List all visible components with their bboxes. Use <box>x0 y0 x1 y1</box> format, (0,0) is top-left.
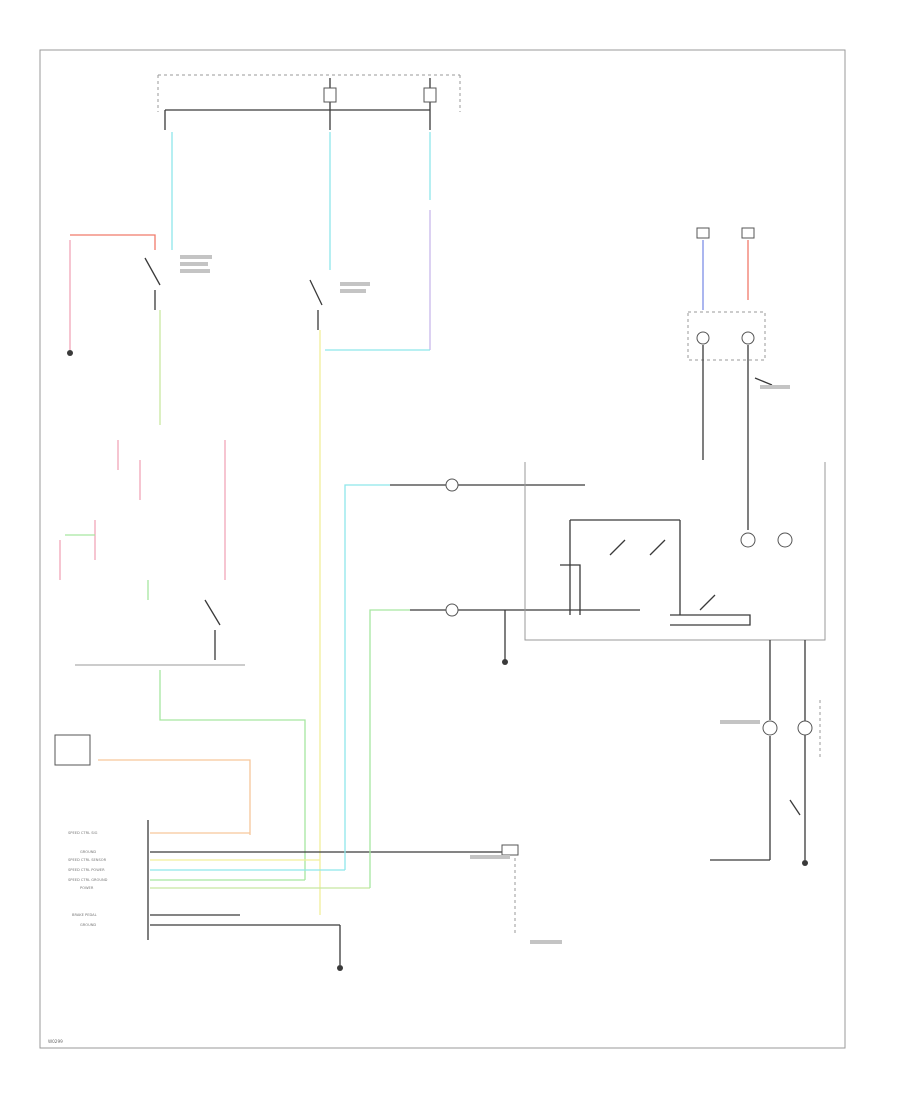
diagram-frame <box>39 49 846 1049</box>
module-pin-labels: SPEED CTRL SIG GROUND SPEED CTRL SENSOR … <box>68 831 108 927</box>
pin-label: POWER <box>80 886 94 890</box>
module-pins <box>150 832 510 926</box>
wire-green-signal <box>369 609 410 888</box>
switch-contact <box>144 257 161 310</box>
connector-icon <box>741 331 755 345</box>
switch-contact <box>560 564 581 615</box>
connector-icon <box>445 478 459 492</box>
switch-contact <box>609 539 716 611</box>
pin-label: SPEED CTRL POWER <box>68 868 105 872</box>
clutch-switch-contact <box>204 599 221 660</box>
connector-icon <box>445 603 459 617</box>
wire-pink-lower <box>59 520 96 580</box>
connector-icon <box>501 844 519 856</box>
brake-switch-contact <box>309 279 323 330</box>
pin-label: BRAKE PEDAL <box>72 913 97 917</box>
connector-icon <box>777 532 793 548</box>
wire-pink-group <box>117 440 226 580</box>
wire-green-module <box>159 670 306 880</box>
ground-icon <box>502 659 508 665</box>
ground-icon <box>67 350 73 356</box>
pin-label: GROUND <box>80 923 96 927</box>
switch-module-box <box>524 462 826 641</box>
switch-bus <box>569 519 681 615</box>
wire-black-lower-right <box>769 640 806 860</box>
wire-black-right <box>702 345 749 530</box>
ground-icon <box>802 860 808 866</box>
power-bus <box>164 78 431 130</box>
wire-black-bottom-right <box>710 736 771 861</box>
switch-contact <box>670 614 751 626</box>
connector-icon <box>741 227 755 239</box>
pin-label: SPEED CTRL SENSOR <box>68 858 107 862</box>
connector-icon <box>797 720 813 736</box>
pin-label: GROUND <box>80 850 96 854</box>
wire-red-top <box>70 234 156 250</box>
fuse-icon <box>423 87 437 103</box>
fuse-box-outline <box>157 74 461 112</box>
ground-icon <box>337 965 343 971</box>
pin-label: SPEED CTRL SIG <box>68 831 98 835</box>
connector-icon <box>696 331 710 345</box>
pin-label: SPEED CTRL GROUND <box>68 878 108 882</box>
connector-icon <box>740 532 756 548</box>
label-blocks <box>180 255 790 944</box>
switch-contact <box>789 799 801 816</box>
wire-cyan-signal <box>344 484 390 870</box>
fuse-icon <box>323 87 337 103</box>
footer-code: W0299 <box>48 1039 63 1044</box>
connector-outline <box>687 311 766 361</box>
connector-icon <box>762 720 778 736</box>
connector-icon <box>696 227 710 239</box>
wire-orange <box>98 759 251 835</box>
wire-green-short <box>65 534 149 600</box>
switch-contact <box>754 377 773 386</box>
sensor-box <box>54 734 91 766</box>
